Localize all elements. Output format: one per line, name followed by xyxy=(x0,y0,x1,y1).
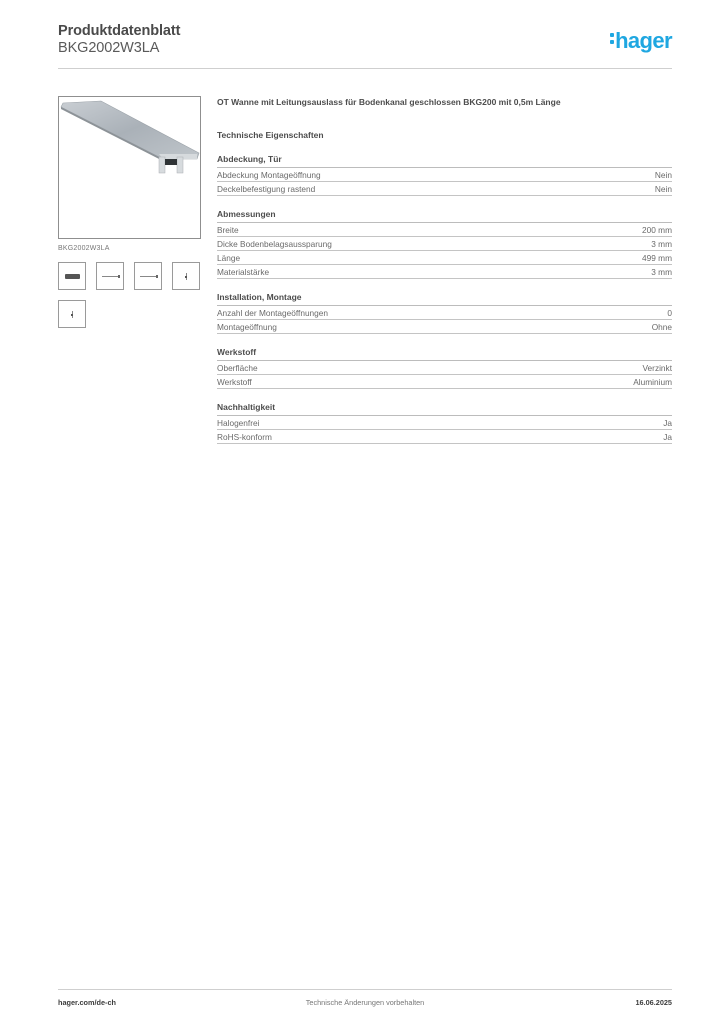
section-title: Nachhaltigkeit xyxy=(217,402,672,416)
spec-value: Ja xyxy=(663,432,672,442)
spec-section-installation: Installation, Montage Anzahl der Montage… xyxy=(217,292,672,334)
dimension-arrow-horizontal-icon xyxy=(140,275,158,278)
section-title: Abdeckung, Tür xyxy=(217,154,672,168)
product-image-caption: BKG2002W3LA xyxy=(58,245,110,252)
dimension-arrow-vertical-icon xyxy=(71,311,73,318)
spec-row: Länge 499 mm xyxy=(217,251,672,265)
document-title: Produktdatenblatt xyxy=(58,23,181,39)
spec-label: RoHS-konform xyxy=(217,432,272,442)
spec-label: Abdeckung Montageöffnung xyxy=(217,170,321,180)
spec-value: Ja xyxy=(663,418,672,428)
spec-row: Anzahl der Montageöffnungen 0 xyxy=(217,306,672,320)
page-footer: hager.com/de-ch Technische Änderungen vo… xyxy=(58,989,672,1010)
spec-value: Nein xyxy=(654,170,672,180)
thumbnail-dimension-depth[interactable] xyxy=(58,300,86,328)
spec-label: Anzahl der Montageöffnungen xyxy=(217,308,329,318)
thumbnail-gallery xyxy=(58,262,208,328)
article-number: BKG2002W3LA xyxy=(58,40,160,56)
thumbnail-dimension-width[interactable] xyxy=(96,262,124,290)
spec-value: 3 mm xyxy=(651,239,672,249)
section-title: Werkstoff xyxy=(217,347,672,361)
spec-label: Breite xyxy=(217,225,239,235)
dimension-arrow-vertical-icon xyxy=(185,273,187,280)
website-link[interactable]: hager.com/de-ch xyxy=(58,998,116,1007)
spec-row: Dicke Bodenbelagsaussparung 3 mm xyxy=(217,237,672,251)
spec-value: Verzinkt xyxy=(642,363,672,373)
thumbnail-product-view[interactable] xyxy=(58,262,86,290)
spec-label: Werkstoff xyxy=(217,377,252,387)
spec-row: Breite 200 mm xyxy=(217,223,672,237)
thumbnail-dimension-height[interactable] xyxy=(172,262,200,290)
page-header: Produktdatenblatt BKG2002W3LA hager xyxy=(58,23,673,69)
spec-label: Dicke Bodenbelagsaussparung xyxy=(217,239,332,249)
product-front-icon xyxy=(65,274,80,279)
spec-value: 499 mm xyxy=(642,253,672,263)
spec-value: Ohne xyxy=(651,322,672,332)
dimension-arrow-horizontal-icon xyxy=(102,275,120,278)
thumbnail-dimension-length[interactable] xyxy=(134,262,162,290)
spec-label: Materialstärke xyxy=(217,267,270,277)
spec-label: Oberfläche xyxy=(217,363,258,373)
spec-label: Deckelbefestigung rastend xyxy=(217,184,316,194)
technical-properties-heading: Technische Eigenschaften xyxy=(217,130,324,140)
spec-section-dimensions: Abmessungen Breite 200 mm Dicke Bodenbela… xyxy=(217,209,672,279)
spec-row: Deckelbefestigung rastend Nein xyxy=(217,182,672,196)
spec-row: Materialstärke 3 mm xyxy=(217,265,672,279)
spec-row: RoHS-konform Ja xyxy=(217,430,672,444)
hager-logo: hager xyxy=(610,29,673,53)
cable-duct-cover-image xyxy=(60,100,200,174)
spec-label: Länge xyxy=(217,253,241,263)
spec-value: 3 mm xyxy=(651,267,672,277)
product-details: OT Wanne mit Leitungsauslass für Bodenka… xyxy=(217,96,672,444)
logo-colon-icon xyxy=(610,30,615,47)
spec-row: Werkstoff Aluminium xyxy=(217,375,672,389)
spec-value: Nein xyxy=(654,184,672,194)
spec-label: Montageöffnung xyxy=(217,322,277,332)
spec-row: Montageöffnung Ohne xyxy=(217,320,672,334)
section-title: Installation, Montage xyxy=(217,292,672,306)
product-media: BKG2002W3LA xyxy=(58,96,201,328)
section-title: Abmessungen xyxy=(217,209,672,223)
spec-value: 0 xyxy=(667,308,672,318)
spec-label: Halogenfrei xyxy=(217,418,260,428)
spec-row: Abdeckung Montageöffnung Nein xyxy=(217,168,672,182)
product-image xyxy=(58,96,201,239)
spec-value: Aluminium xyxy=(633,377,672,387)
spec-row: Oberfläche Verzinkt xyxy=(217,361,672,375)
document-date: 16.06.2025 xyxy=(635,998,672,1007)
spec-row: Halogenfrei Ja xyxy=(217,416,672,430)
product-description: OT Wanne mit Leitungsauslass für Bodenka… xyxy=(217,97,561,107)
spec-value: 200 mm xyxy=(642,225,672,235)
disclaimer-text: Technische Änderungen vorbehalten xyxy=(305,998,425,1007)
